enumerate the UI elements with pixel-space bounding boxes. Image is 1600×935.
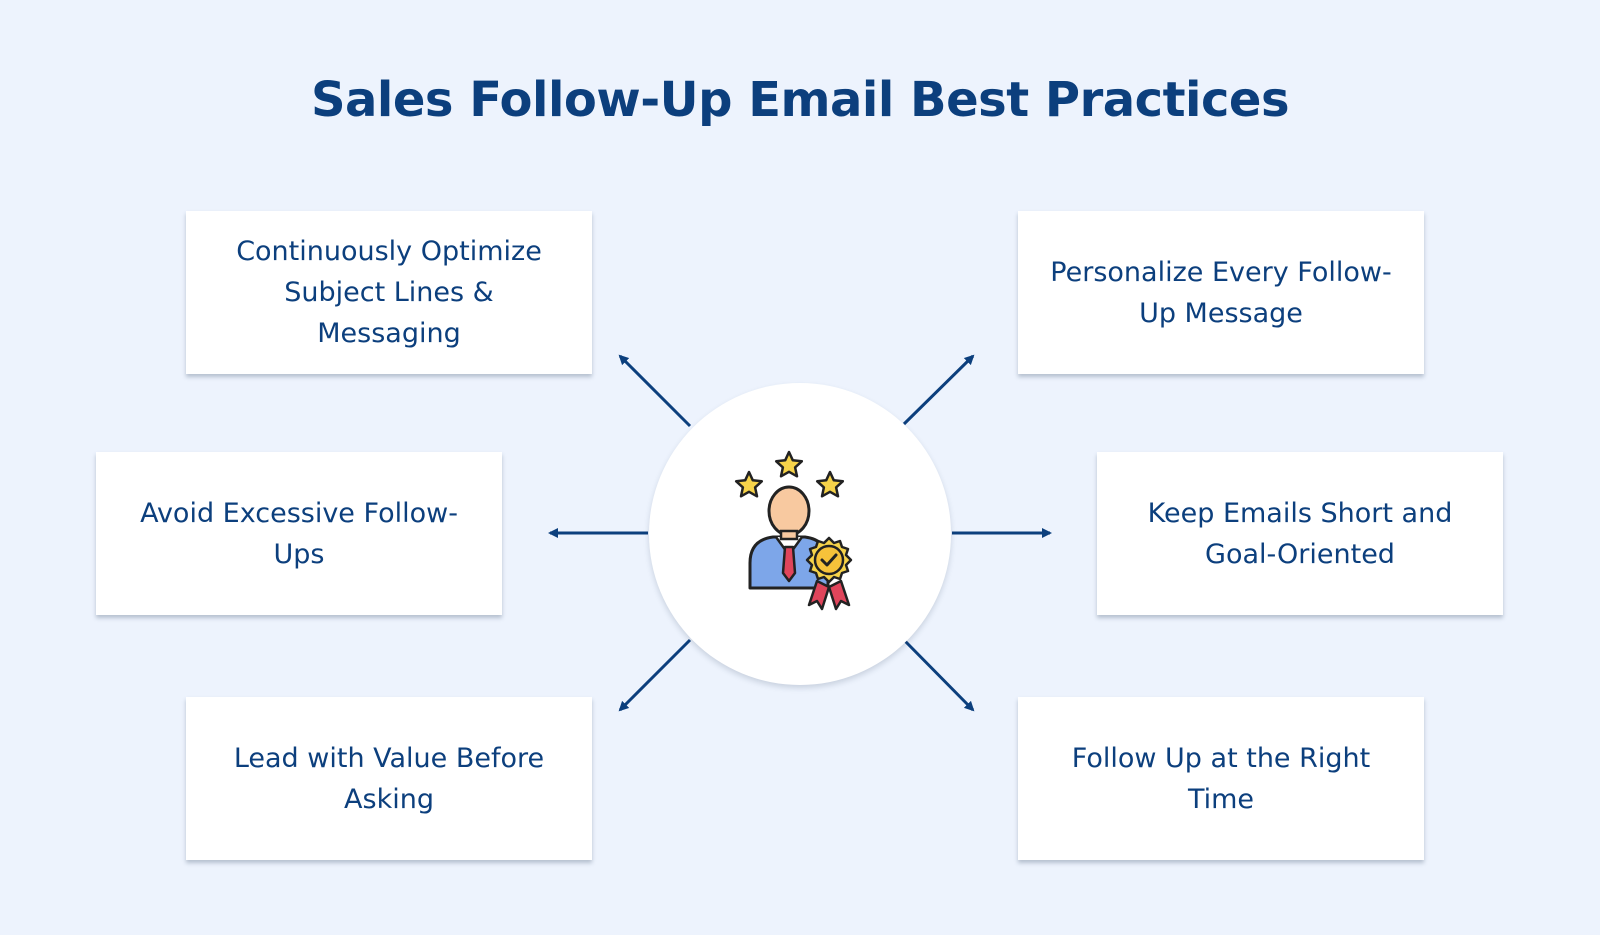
arrow-top-right — [902, 354, 975, 426]
center-hub — [649, 383, 951, 685]
practice-card-personalize: Personalize Every Follow-Up Message — [1018, 211, 1424, 374]
head-icon — [767, 485, 811, 537]
ribbon-icon — [827, 579, 851, 611]
practice-label: Avoid Excessive Follow-Ups — [140, 497, 458, 570]
practice-label: Personalize Every Follow-Up Message — [1050, 256, 1392, 329]
star-icon — [815, 470, 845, 498]
practice-label: Continuously Optimize Subject Lines & Me… — [236, 236, 542, 349]
star-icon — [734, 470, 764, 498]
practice-label: Lead with Value Before Asking — [233, 742, 545, 815]
arrow-top-left — [618, 354, 692, 428]
practice-label: Follow Up at the Right Time — [1071, 742, 1371, 815]
arrow-bottom-right — [902, 638, 975, 712]
practice-card-keep-short: Keep Emails Short and Goal-Oriented — [1097, 452, 1503, 615]
practice-card-avoid-excessive-follow-ups: Avoid Excessive Follow-Ups — [96, 452, 502, 615]
practice-card-right-time: Follow Up at the Right Time — [1018, 697, 1424, 860]
diagram-title: Sales Follow-Up Email Best Practices — [310, 72, 1290, 128]
check-icon — [820, 553, 838, 567]
practice-label: Keep Emails Short and Goal-Oriented — [1147, 497, 1453, 570]
tie-icon — [781, 545, 797, 583]
arrow-bottom-left — [618, 638, 692, 712]
star-icon — [774, 450, 804, 478]
businessman-award-icon — [734, 450, 853, 611]
practice-card-lead-with-value: Lead with Value Before Asking — [186, 697, 592, 860]
ribbon-icon — [807, 579, 831, 611]
practice-card-optimize-subject-lines: Continuously Optimize Subject Lines & Me… — [186, 211, 592, 374]
